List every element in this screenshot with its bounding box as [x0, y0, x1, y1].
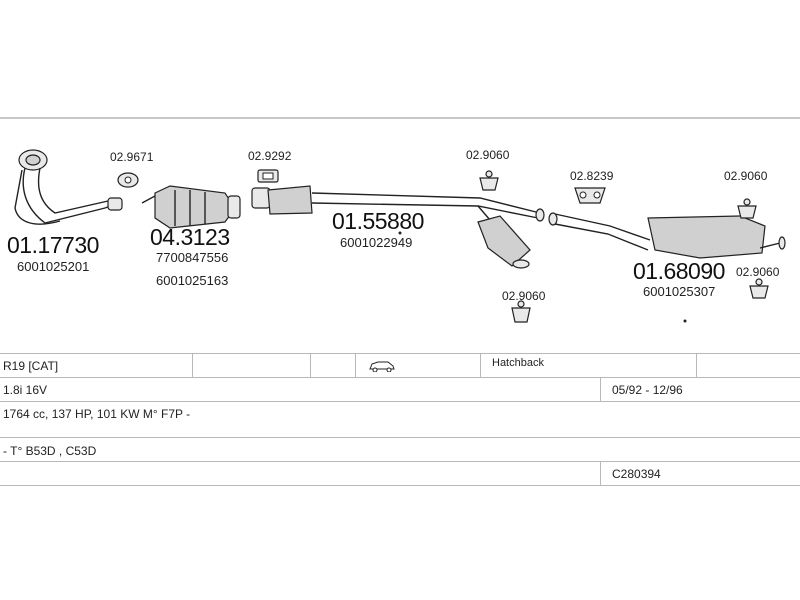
divider	[355, 353, 356, 377]
divider	[600, 461, 601, 485]
top-border	[0, 117, 800, 119]
mount-9060-b-drawing	[511, 300, 531, 323]
divider	[310, 353, 311, 377]
part-number-mount-9060-d: 02.9060	[736, 265, 780, 279]
front-pipe-drawing	[14, 149, 123, 225]
mount-9060-d-drawing	[749, 278, 769, 299]
vehicle-code: C280394	[612, 467, 661, 481]
mount-9060-c-drawing	[737, 198, 757, 219]
part-number-gasket-9292: 02.9292	[248, 149, 292, 163]
table-row-specs: 1764 cc, 137 HP, 101 KW M° F7P -	[0, 401, 800, 426]
oem-number-catalytic-converter-2: 6001025163	[156, 273, 229, 288]
gasket-9671-drawing	[117, 172, 139, 188]
part-number-mount-9060-b: 02.9060	[502, 289, 546, 303]
table-row-type: - T° B53D , C53D	[0, 437, 800, 462]
part-number-rear-silencer: 01.68090	[633, 258, 725, 284]
middle-pipe-drawing	[251, 185, 545, 269]
divider	[192, 353, 193, 377]
vehicle-specs: 1764 cc, 137 HP, 101 KW M° F7P -	[3, 407, 191, 421]
catalytic-converter-drawing	[141, 185, 241, 229]
vehicle-engine: 1.8i 16V	[3, 383, 48, 397]
vehicle-model: R19 [CAT]	[3, 359, 59, 373]
table-row-model: R19 [CAT] Hatchback	[0, 353, 800, 378]
vehicle-type: - T° B53D , C53D	[3, 444, 97, 458]
part-number-hanger-8239: 02.8239	[570, 169, 614, 183]
rear-silencer-drawing	[548, 212, 786, 259]
divider	[600, 377, 601, 401]
part-number-mount-9060-a: 02.9060	[466, 148, 510, 162]
hanger-8239-drawing	[574, 187, 606, 204]
table-bottom-border	[0, 485, 800, 487]
oem-number-middle-pipe: 6001022949	[340, 235, 413, 250]
vehicle-body: Hatchback	[492, 357, 544, 369]
divider	[480, 353, 481, 377]
oem-number-front-pipe: 6001025201	[17, 259, 90, 274]
part-number-mount-9060-c: 02.9060	[724, 169, 768, 183]
part-number-middle-pipe: 01.55880	[332, 208, 424, 234]
table-row-engine: 1.8i 16V 05/92 - 12/96	[0, 377, 800, 402]
vehicle-years: 05/92 - 12/96	[612, 383, 683, 397]
part-number-gasket-9671: 02.9671	[110, 150, 154, 164]
gasket-9292-drawing	[257, 169, 279, 183]
divider	[696, 353, 697, 377]
part-number-catalytic-converter: 04.3123	[150, 224, 230, 250]
table-row-code: C280394	[0, 461, 800, 486]
part-number-front-pipe: 01.17730	[7, 232, 99, 258]
car-side-icon	[368, 360, 396, 375]
oem-number-rear-silencer: 6001025307	[643, 284, 716, 299]
mount-9060-a-drawing	[479, 170, 499, 191]
exhaust-diagram: 01.17730 6001025201 04.3123 7700847556 6…	[0, 118, 800, 353]
exhaust-drawing	[14, 149, 786, 323]
oem-number-catalytic-converter-1: 7700847556	[156, 250, 229, 265]
